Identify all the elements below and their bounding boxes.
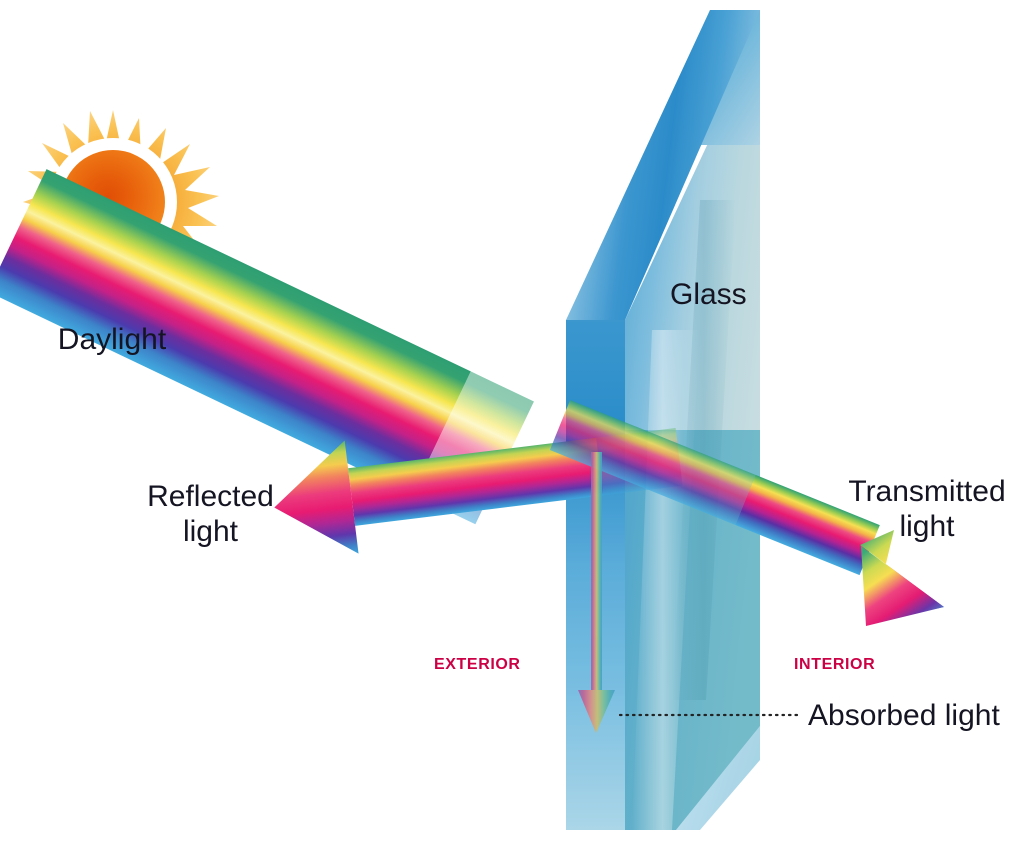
transmitted-light-label-line2: light xyxy=(899,510,955,543)
reflected-light-label-line1: Reflected xyxy=(147,480,274,513)
reflected-light-label-line2: light xyxy=(182,515,239,548)
incident-beam-body xyxy=(0,169,471,495)
reflected-arrowhead xyxy=(274,440,359,554)
transmitted-light-label-line1: Transmitted xyxy=(848,475,1006,508)
glass-sheen-2 xyxy=(672,200,736,700)
exterior-label: EXTERIOR xyxy=(434,656,521,673)
interior-label: INTERIOR xyxy=(794,656,876,673)
absorbed-light-label: Absorbed light xyxy=(808,699,1000,732)
daylight-label: Daylight xyxy=(57,323,167,356)
absorbed-arrowhead xyxy=(578,690,615,733)
transmitted-beam xyxy=(549,399,944,626)
glass-bevel-band xyxy=(566,10,760,320)
transmitted-ray-shaft xyxy=(735,474,880,576)
glass-label: Glass xyxy=(670,278,747,311)
transmitted-arrowhead-2 xyxy=(861,546,944,626)
glass-bottom-bevel xyxy=(676,726,760,830)
absorbed-ray-shaft xyxy=(591,452,602,704)
transmitted-ray-in-glass xyxy=(549,399,756,525)
reflected-beam-shaft xyxy=(348,437,604,526)
absorbed-beam xyxy=(578,452,615,733)
